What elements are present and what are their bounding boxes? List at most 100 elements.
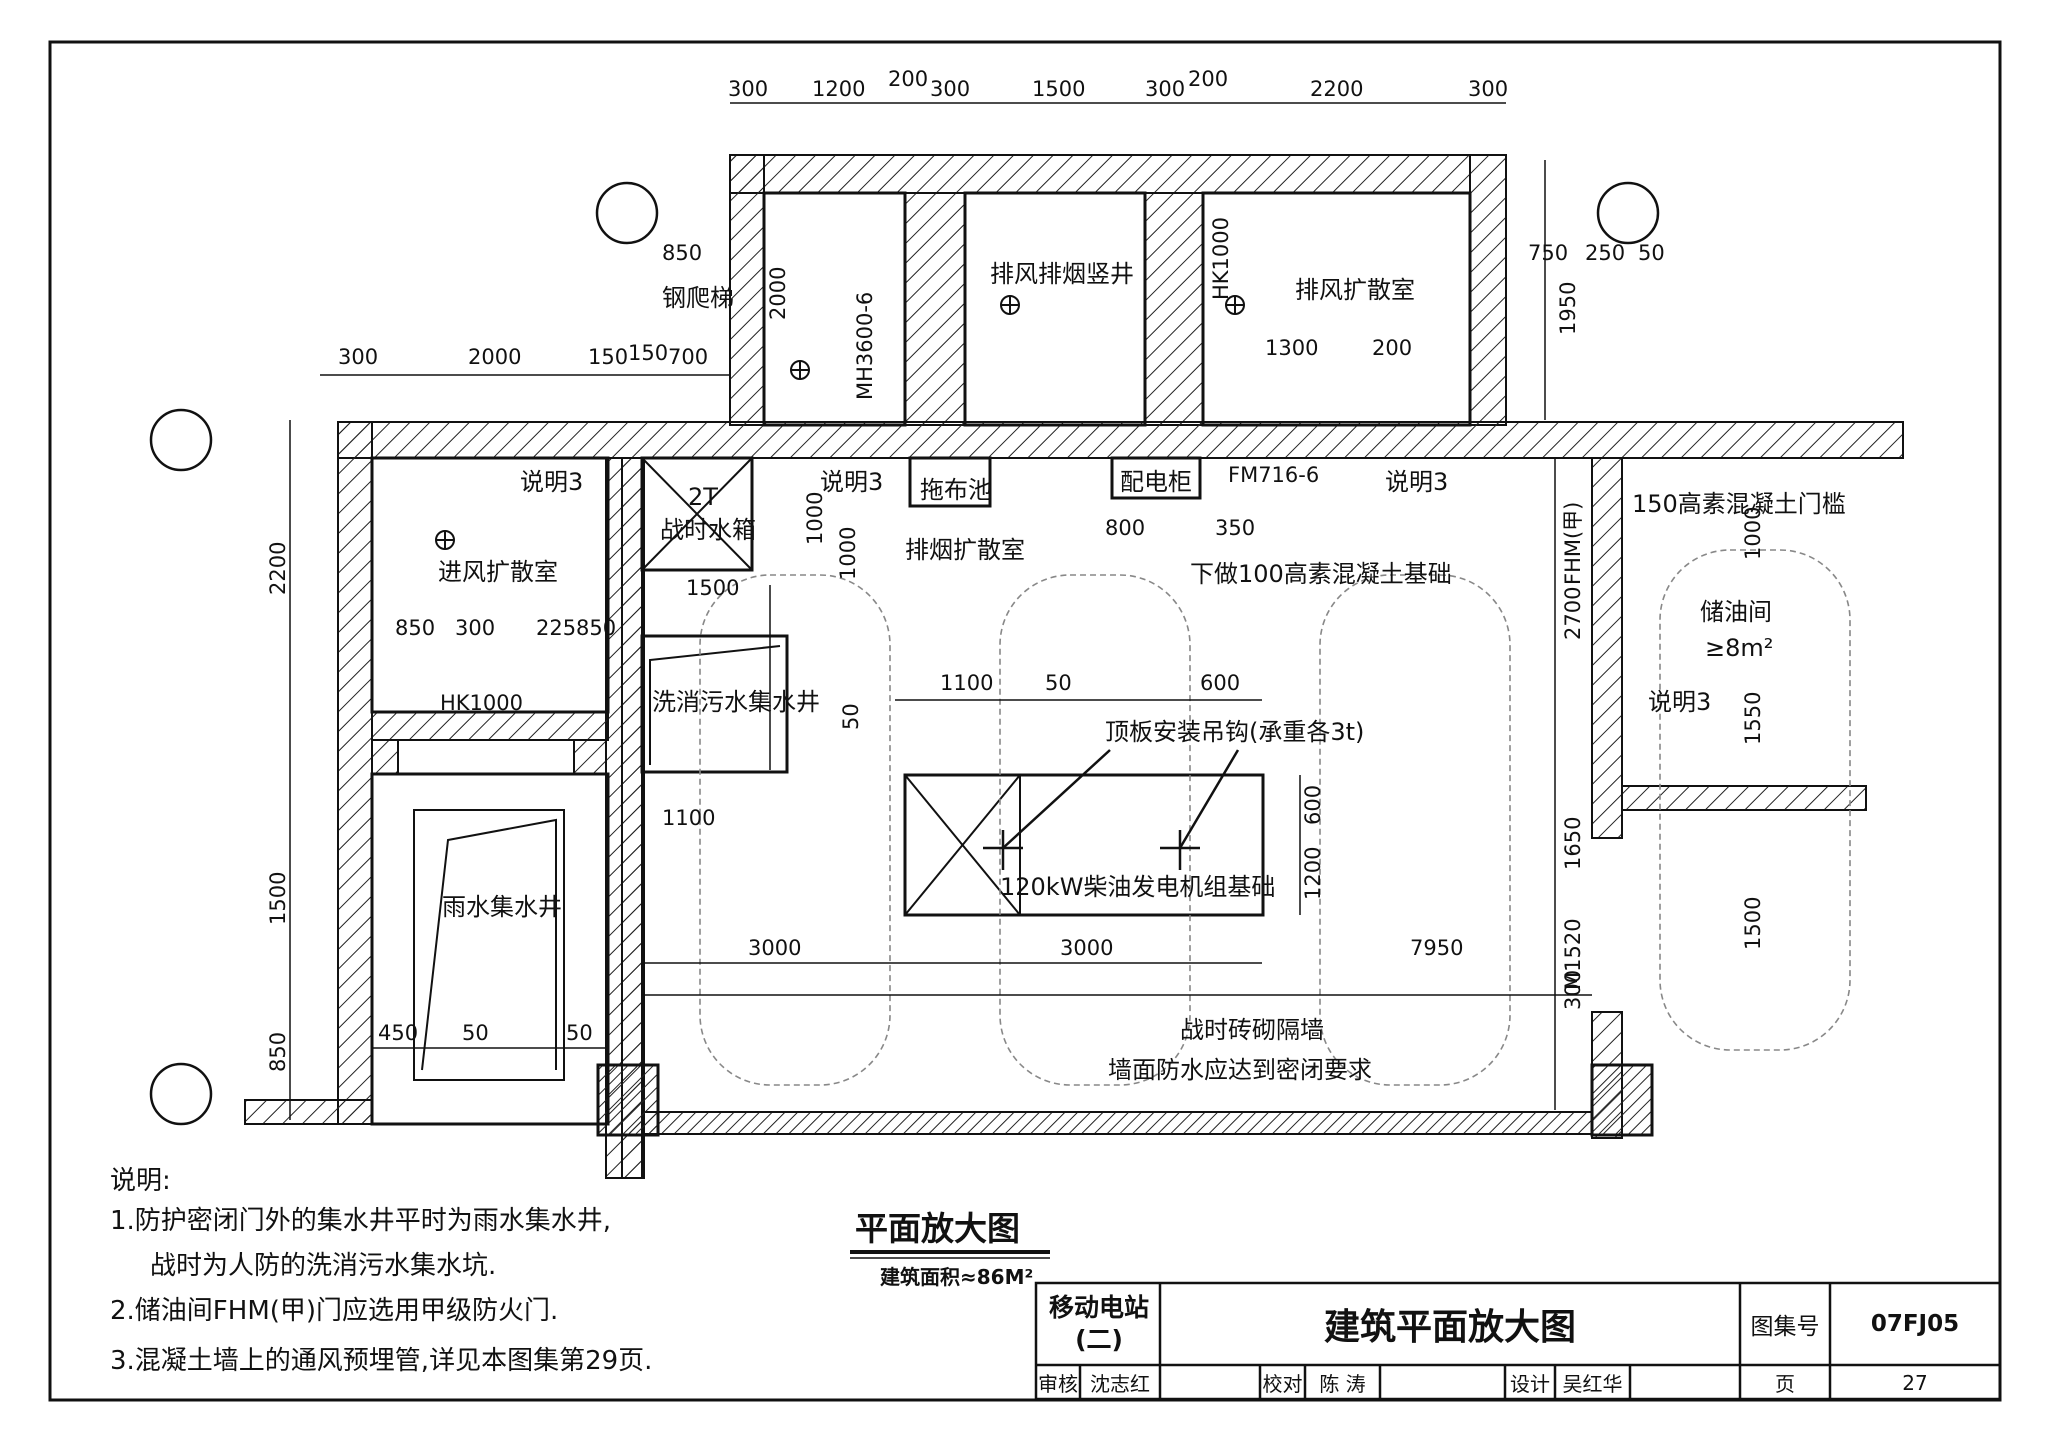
label-steel-ladder: 钢爬梯 [662,284,734,312]
label-dist-cabinet: 配电柜 [1120,468,1192,496]
svg-text:850: 850 [266,1032,290,1072]
svg-text:225: 225 [536,616,576,640]
tb-designer: 吴红华 [1562,1372,1623,1396]
svg-text:2700: 2700 [1561,587,1585,640]
tb-atlas-label: 图集号 [1750,1314,1820,1340]
tb-page-label: 页 [1775,1372,1795,1396]
svg-text:600: 600 [1200,671,1240,695]
label-oil-room-area: ≥8m² [1705,634,1773,662]
label-note-ref-4: 说明3 [1648,688,1711,716]
room-decon-sump [640,634,789,774]
tb-checker: 陈 涛 [1319,1372,1366,1396]
svg-text:300: 300 [728,77,768,101]
svg-text:300: 300 [930,77,970,101]
svg-text:7950: 7950 [1410,936,1463,960]
tb-review-label: 审核 [1038,1372,1078,1396]
svg-text:50: 50 [566,1021,593,1045]
tb-atlas-no: 07FJ05 [1870,1311,1960,1337]
svg-text:800: 800 [1105,516,1145,540]
dims-vertical: 1950 2700 1000 1550 1500 1650 300 2200 1… [266,267,1765,1072]
svg-text:700: 700 [668,345,708,369]
title-block [1034,1281,2002,1401]
hook-marks [983,749,1240,870]
svg-text:300: 300 [1468,77,1508,101]
svg-text:350: 350 [1215,516,1255,540]
svg-text:3000: 3000 [1060,936,1113,960]
label-intake-diffusion: 进风扩散室 [438,558,558,586]
label-note-ref-3: 说明3 [1385,468,1448,496]
label-smoke-shaft: 排风排烟竖井 [990,260,1134,288]
label-decon-sump: 洗消污水集水井 [652,688,820,716]
area-note: 建筑面积≈86M² [880,1265,1033,1289]
room-intake-diffusion [370,456,610,714]
room-rain-sump [370,772,610,1126]
label-mop-sink: 拖布池 [920,476,992,504]
svg-text:250: 250 [1585,241,1625,265]
note-1: 1.防护密闭门外的集水井平时为雨水集水井, [110,1206,612,1236]
svg-text:450: 450 [378,1021,418,1045]
tb-project: 移动电站(二) [1048,1293,1149,1354]
svg-text:300: 300 [455,616,495,640]
note-2: 2.储油间FHM(甲)门应选用甲级防火门. [110,1296,559,1326]
svg-text:1200: 1200 [1301,847,1325,900]
svg-text:850: 850 [576,616,616,640]
svg-text:50: 50 [462,1021,489,1045]
label-roof-hooks: 顶板安装吊钩(承重各3t) [1105,718,1364,746]
svg-text:300: 300 [1561,970,1585,1010]
svg-text:2000: 2000 [468,345,521,369]
svg-text:1500: 1500 [686,576,739,600]
svg-text:150: 150 [628,341,668,365]
svg-text:200: 200 [888,67,928,91]
tb-design-label: 设计 [1510,1372,1550,1396]
tb-check-label: 校对 [1262,1372,1303,1396]
war-partition-wall [641,1111,1593,1135]
svg-text:750: 750 [1528,241,1568,265]
svg-text:1000: 1000 [803,492,827,545]
label-oil-room: 储油间 [1700,598,1772,626]
svg-text:1550: 1550 [1741,692,1765,745]
svg-text:50: 50 [1638,241,1665,265]
label-smoke-diffusion: 排烟扩散室 [905,536,1025,564]
svg-text:3000: 3000 [748,936,801,960]
mop-sink [908,456,992,508]
svg-text:850: 850 [395,616,435,640]
svg-text:2200: 2200 [266,542,290,595]
room-exhaust-diffusion [1201,191,1472,427]
label-water-tank: 战时水箱 [660,516,756,544]
vent-symbols [435,295,1245,550]
car-outlines [699,549,1851,1086]
svg-text:1300: 1300 [1265,336,1318,360]
column-right [1590,1063,1654,1137]
label-generator-base: 120kW柴油发电机组基础 [1000,873,1275,901]
label-concrete-base: 下做100高素混凝土基础 [1190,560,1452,588]
label-waterproof: 墙面防水应达到密闭要求 [1108,1056,1372,1084]
svg-text:1200: 1200 [812,77,865,101]
label-water-tank-cap: 2T [688,483,718,511]
tb-reviewer: 沈志红 [1090,1372,1150,1396]
dist-cabinet [1110,456,1202,500]
svg-text:200: 200 [1372,336,1412,360]
svg-text:50: 50 [1045,671,1072,695]
svg-text:1100: 1100 [940,671,993,695]
door-m: M1520 [1561,918,1585,990]
room-shaft-left [762,191,907,427]
svg-text:1000: 1000 [836,527,860,580]
svg-text:850: 850 [662,241,702,265]
svg-text:1500: 1500 [1032,77,1085,101]
svg-text:1950: 1950 [1556,282,1580,335]
label-exhaust-diffusion: 排风扩散室 [1295,276,1415,304]
door-fhm: FHM(甲) [1561,502,1585,585]
label-rain-sump: 雨水集水井 [442,893,562,921]
svg-text:200: 200 [1188,67,1228,91]
svg-text:150: 150 [588,345,628,369]
note-3: 3.混凝土墙上的通风预埋管,详见本图集第29页. [110,1346,653,1376]
drawing-title: 平面放大图 [855,1209,1020,1248]
svg-text:300: 300 [1145,77,1185,101]
label-note-ref-2: 说明3 [820,468,883,496]
svg-text:1500: 1500 [266,872,290,925]
label-threshold: 150高素混凝土门槛 [1632,490,1846,518]
room-smoke-shaft [963,191,1147,427]
room-water-tank [640,456,754,572]
dims-left-top: 300 2000 150 150 700 [338,341,708,369]
